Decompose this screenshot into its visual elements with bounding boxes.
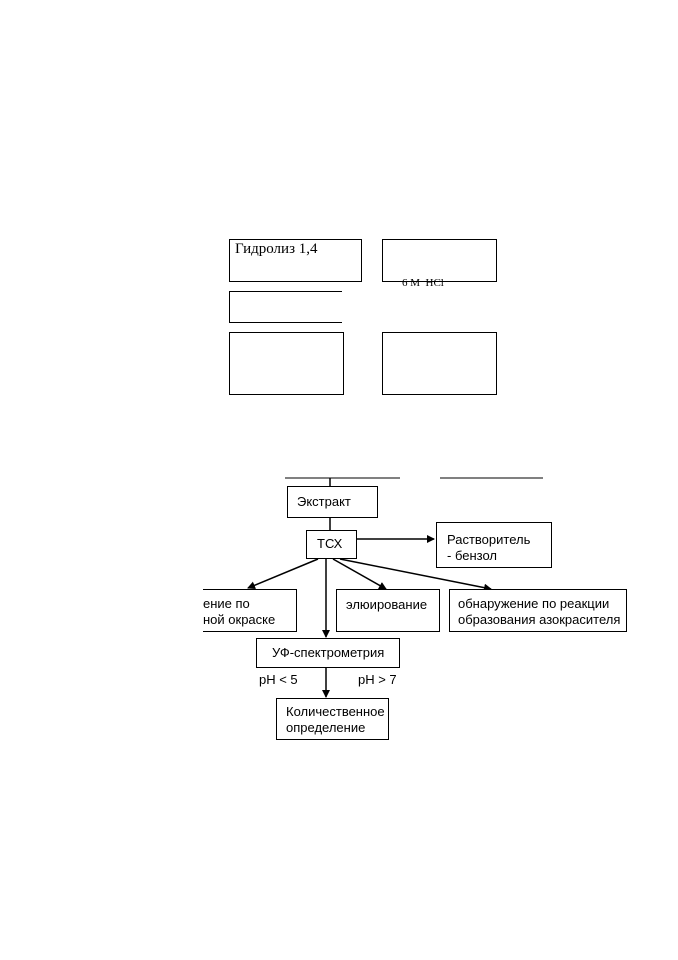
arrow-tlc-elution [332,558,387,590]
uv-label: УФ-спектрометрия [272,645,385,660]
extract-label: Экстракт [297,494,351,509]
detect-color-box [203,589,297,632]
arrow-tlc-detect-color [247,558,319,590]
detect-color-line2: ной окраске [203,612,276,627]
bottom-right-box [382,332,497,395]
clipped-hcl-fragment: 6 М HCl [402,277,444,289]
extract-box [287,486,378,518]
uv-box [256,638,400,668]
quant-line2: определение [286,720,366,735]
detect-azo-line1: обнаружение по реакции [458,596,610,611]
quant-box [276,698,389,740]
solvent-line2: - бензол [447,548,497,563]
elution-box [336,589,440,632]
detect-color-line1: ение по [203,596,250,611]
ph-high-label: pH > 7 [358,672,397,687]
solvent-box [436,522,552,568]
hydrolysis-box [229,239,362,282]
arrow-tlc-azo [339,558,492,592]
ph-low-label: pH < 5 [259,672,298,687]
bottom-left-box [229,332,344,395]
middle-box [229,291,342,323]
top-right-box [382,239,497,282]
solvent-line1: Растворитель [447,532,531,547]
hydrolysis-label: Гидролиз 1,4 [235,241,318,257]
detect-azo-line2: образования азокрасителя [458,612,621,627]
quant-line1: Количественное [286,704,385,719]
detect-azo-box [449,589,627,632]
elution-label: элюирование [346,597,428,612]
tlc-box [306,530,357,559]
tlc-label: ТСХ [317,536,343,551]
